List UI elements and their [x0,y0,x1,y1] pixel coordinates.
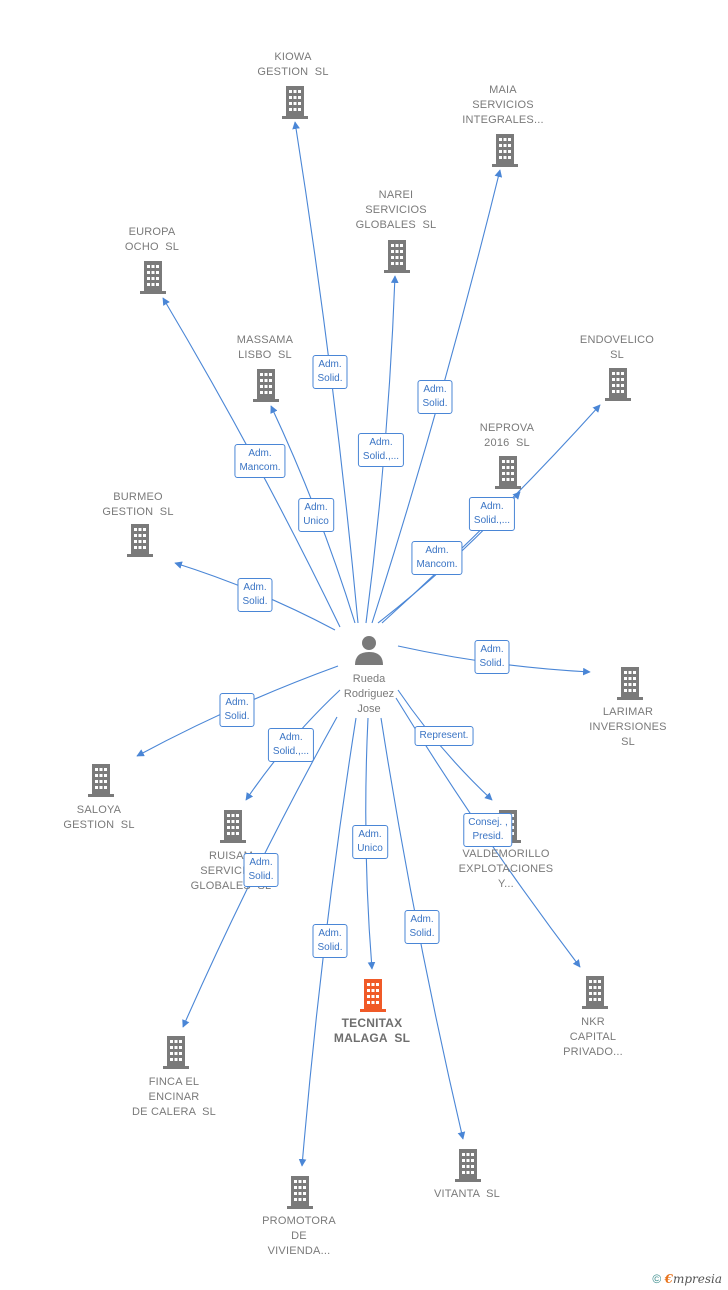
company-label-massama[interactable]: MASSAMA LISBO SL [236,334,294,361]
building-icon[interactable] [287,1176,313,1209]
brand-logo: €mpresia [664,1272,722,1286]
company-label-nkr[interactable]: NKR CAPITAL PRIVADO... [563,1016,623,1058]
building-icon[interactable] [605,368,631,401]
company-label-neprova[interactable]: NEPROVA 2016 SL [479,422,535,449]
building-icon[interactable] [582,976,608,1009]
relation-badge-finca[interactable]: Adm. Solid. [243,853,279,887]
center-person-name[interactable]: Rueda Rodriguez Jose [343,673,395,715]
footer-brand: © €mpresia [652,1272,722,1286]
company-label-kiowa[interactable]: KIOWA GESTION SL [257,51,329,78]
relation-badge-nkr[interactable]: Consej. , Presid. [463,813,513,847]
relation-badge-vitanta[interactable]: Adm. Solid. [404,910,440,944]
building-icon[interactable] [492,134,518,167]
company-label-endovelico[interactable]: ENDOVELICO SL [579,334,655,361]
relation-badge-endovelico[interactable]: Adm. Mancom. [411,541,463,575]
relation-badge-europa[interactable]: Adm. Mancom. [234,444,286,478]
edge-valdemorillo [397,689,493,801]
relation-badge-massama[interactable]: Adm. Unico [298,498,334,532]
relation-badge-tecnitax[interactable]: Adm. Unico [352,825,388,859]
company-label-burmeo[interactable]: BURMEO GESTION SL [102,491,174,518]
building-icon[interactable] [455,1149,481,1182]
company-label-maia[interactable]: MAIA SERVICIOS INTEGRALES... [462,84,544,126]
building-icon[interactable] [127,524,153,557]
company-label-finca[interactable]: FINCA EL ENCINAR DE CALERA SL [132,1076,216,1118]
copyright-icon: © [652,1272,662,1286]
relation-badge-neprova[interactable]: Adm. Solid.,... [468,497,516,531]
company-label-saloya[interactable]: SALOYA GESTION SL [63,804,135,831]
company-label-valdemorillo[interactable]: VALDEMORILLO EXPLOTACIONES Y... [458,848,554,890]
company-label-tecnitax[interactable]: TECNITAX MALAGA SL [333,1016,411,1045]
building-icon[interactable] [617,667,643,700]
building-icon[interactable] [360,979,386,1012]
relation-badge-ruisam[interactable]: Adm. Solid.,... [267,728,315,762]
building-icon[interactable] [88,764,114,797]
relation-badge-promotora[interactable]: Adm. Solid. [312,924,348,958]
relation-badge-valdemorillo[interactable]: Represent. [414,726,474,746]
relation-badge-saloya[interactable]: Adm. Solid. [219,693,255,727]
person-icon[interactable] [355,636,383,665]
company-label-narei[interactable]: NAREI SERVICIOS GLOBALES SL [355,189,437,231]
building-icon[interactable] [220,810,246,843]
building-icon[interactable] [495,456,521,489]
company-label-europa[interactable]: EUROPA OCHO SL [124,226,180,253]
company-label-vitanta[interactable]: VITANTA SL [434,1188,500,1200]
relation-badge-larimar[interactable]: Adm. Solid. [474,640,510,674]
relation-badge-burmeo[interactable]: Adm. Solid. [237,578,273,612]
company-label-promotora[interactable]: PROMOTORA DE VIVIENDA... [262,1215,336,1257]
relation-badge-narei[interactable]: Adm. Solid.,... [357,433,405,467]
company-label-larimar[interactable]: LARIMAR INVERSIONES SL [589,706,667,748]
relation-badge-maia[interactable]: Adm. Solid. [417,380,453,414]
building-icon[interactable] [253,369,279,402]
building-icon[interactable] [282,86,308,119]
building-icon[interactable] [384,240,410,273]
relation-badge-kiowa[interactable]: Adm. Solid. [312,355,348,389]
icons [88,86,643,1209]
building-icon[interactable] [140,261,166,294]
building-icon[interactable] [163,1036,189,1069]
